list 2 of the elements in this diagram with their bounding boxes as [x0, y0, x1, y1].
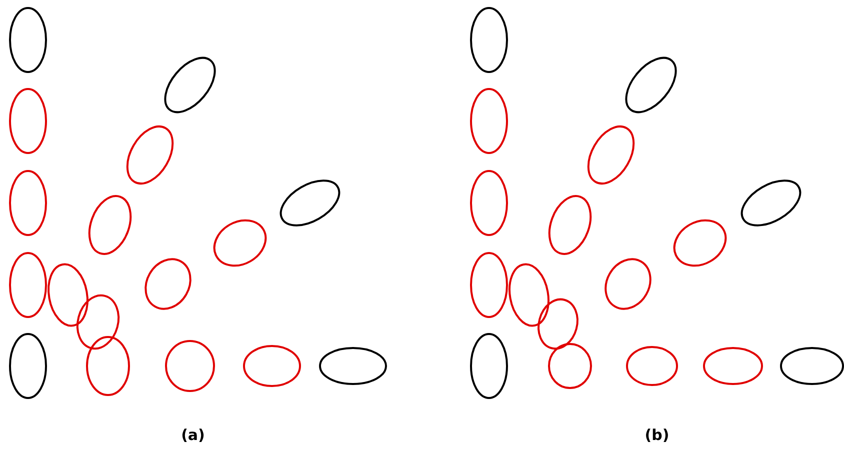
panel-label: (a)	[181, 425, 205, 446]
panel-label: (b)	[644, 425, 670, 446]
